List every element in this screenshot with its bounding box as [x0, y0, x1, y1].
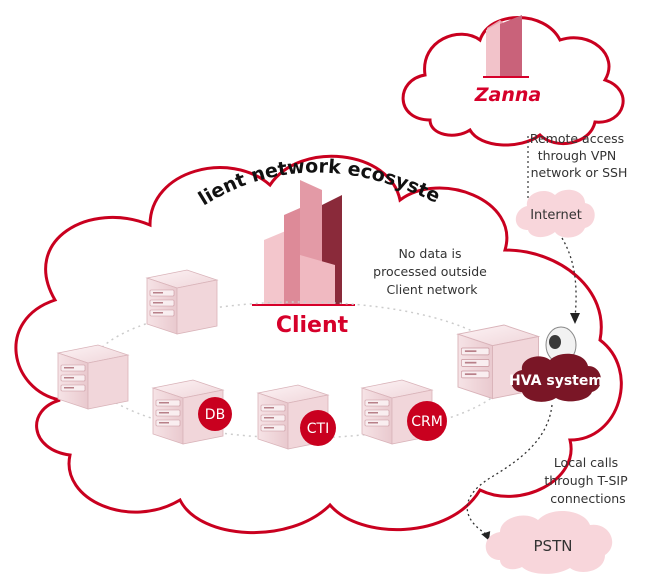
server-icon: [57, 344, 129, 410]
arrowhead-icon: [570, 313, 580, 324]
cti-badge: [300, 410, 336, 446]
pstn-label: PSTN: [534, 537, 573, 555]
arrowhead-icon: [481, 531, 491, 541]
zanna-logo-text: Zanna: [474, 84, 541, 106]
internet-label: Internet: [530, 208, 582, 223]
db-label: DB: [205, 407, 225, 423]
remote-access-label: Remote access through VPN network or SSH: [530, 131, 628, 180]
hva-label: HVA system: [509, 373, 603, 389]
data-note: No data is processed outside Client netw…: [373, 246, 491, 297]
pstn-cloud: [485, 510, 613, 574]
client-building-icon: [252, 180, 355, 306]
server-icon: [146, 269, 218, 335]
db-badge: [198, 397, 232, 431]
client-label: Client: [276, 313, 349, 338]
internet-cloud: [515, 189, 595, 238]
ecosystem-title: Client network ecosystem: [0, 0, 443, 210]
hva-cloud: [511, 353, 602, 402]
cti-label: CTI: [307, 421, 329, 437]
hva-to-pstn-line: [466, 404, 553, 536]
crm-label: CRM: [411, 414, 443, 430]
crm-badge: [407, 401, 447, 441]
local-calls-label: Local calls through T-SIP connections: [544, 455, 631, 506]
zanna-cloud: [401, 16, 625, 147]
zanna-building-icon: [483, 15, 529, 78]
